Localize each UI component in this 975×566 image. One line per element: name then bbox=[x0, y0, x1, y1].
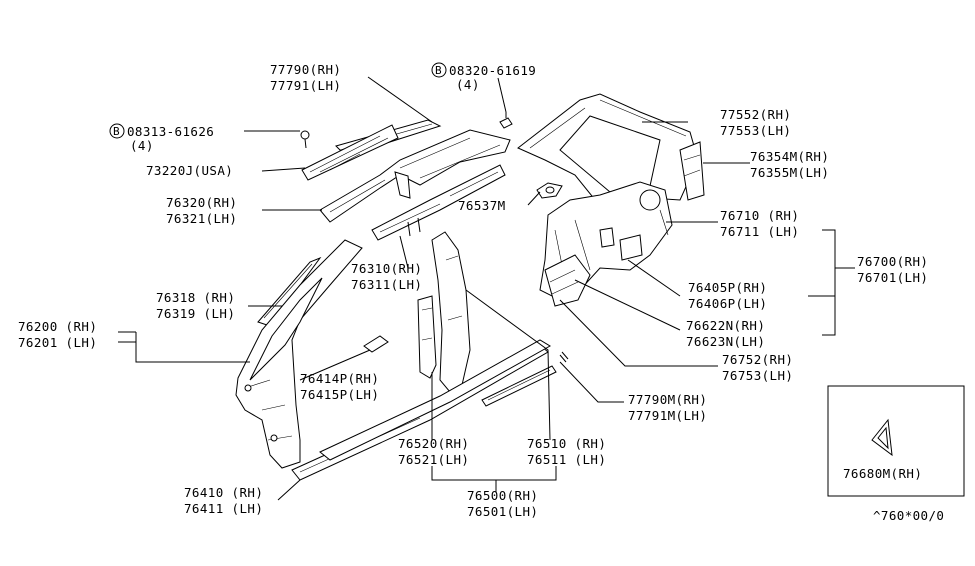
label-76414p: 76414P(RH) bbox=[300, 371, 379, 386]
label-76321: 76321(LH) bbox=[166, 211, 237, 226]
diagram-code: ^760*00/0 bbox=[873, 508, 944, 523]
label-76537m: 76537M bbox=[458, 198, 506, 213]
label-76311: 76311(LH) bbox=[351, 277, 422, 292]
part-rear-bracket[interactable] bbox=[679, 141, 705, 201]
label-73220j: 73220J(USA) bbox=[146, 163, 233, 178]
bolt-symbol-08320: B bbox=[431, 62, 447, 78]
part-sill-molding[interactable] bbox=[481, 351, 569, 407]
screw-08320[interactable] bbox=[499, 112, 513, 129]
label-76319: 76319 (LH) bbox=[156, 306, 235, 321]
inset-box bbox=[827, 385, 965, 497]
label-76623n: 76623N(LH) bbox=[686, 334, 765, 349]
label-77790: 77790(RH) bbox=[270, 62, 341, 77]
label-76520: 76520(RH) bbox=[398, 436, 469, 451]
part-pillar-bracket[interactable] bbox=[363, 335, 389, 353]
part-front-pillar-outer[interactable] bbox=[235, 239, 363, 469]
label-08313-qty: (4) bbox=[130, 138, 154, 153]
label-76501: 76501(LH) bbox=[467, 504, 538, 519]
label-77552: 77552(RH) bbox=[720, 107, 791, 122]
label-76320: 76320(RH) bbox=[166, 195, 237, 210]
part-center-pillar-outer[interactable] bbox=[431, 231, 471, 393]
part-small-bracket[interactable] bbox=[536, 182, 563, 199]
label-76701: 76701(LH) bbox=[857, 270, 928, 285]
label-76752: 76752(RH) bbox=[722, 352, 793, 367]
label-08320-qty: (4) bbox=[456, 77, 480, 92]
label-76500: 76500(RH) bbox=[467, 488, 538, 503]
label-77553: 77553(LH) bbox=[720, 123, 791, 138]
label-76355m: 76355M(LH) bbox=[750, 165, 829, 180]
label-76711: 76711 (LH) bbox=[720, 224, 799, 239]
label-76406p: 76406P(LH) bbox=[688, 296, 767, 311]
label-08320: 08320-61619 bbox=[449, 63, 536, 78]
label-76510: 76510 (RH) bbox=[527, 436, 606, 451]
label-76415p: 76415P(LH) bbox=[300, 387, 379, 402]
leader-lines bbox=[118, 76, 855, 501]
part-rear-lower-panel[interactable] bbox=[544, 254, 591, 307]
label-08313: 08313-61626 bbox=[127, 124, 214, 139]
label-77791: 77791(LH) bbox=[270, 78, 341, 93]
label-76511: 76511 (LH) bbox=[527, 452, 606, 467]
part-center-pillar-inner[interactable] bbox=[417, 295, 437, 379]
label-76201: 76201 (LH) bbox=[18, 335, 97, 350]
label-76318: 76318 (RH) bbox=[156, 290, 235, 305]
label-76700: 76700(RH) bbox=[857, 254, 928, 269]
label-76405p: 76405P(RH) bbox=[688, 280, 767, 295]
label-76753: 76753(LH) bbox=[722, 368, 793, 383]
label-76521: 76521(LH) bbox=[398, 452, 469, 467]
label-76710: 76710 (RH) bbox=[720, 208, 799, 223]
part-inner-sill[interactable] bbox=[319, 339, 551, 461]
part-labels: 77790(RH) 77791(LH) 08320-61619 (4) 0831… bbox=[18, 62, 944, 523]
part-roof-trim-bracket[interactable] bbox=[300, 124, 399, 181]
label-76354m: 76354M(RH) bbox=[750, 149, 829, 164]
label-77791m: 77791M(LH) bbox=[628, 408, 707, 423]
part-roof-side-rail[interactable] bbox=[319, 129, 511, 223]
label-76411: 76411 (LH) bbox=[184, 501, 263, 516]
bolt-symbol-08313: B bbox=[109, 123, 125, 139]
label-76410: 76410 (RH) bbox=[184, 485, 263, 500]
label-76200: 76200 (RH) bbox=[18, 319, 97, 334]
label-76310: 76310(RH) bbox=[351, 261, 422, 276]
bolt-symbol-text-2: B bbox=[113, 125, 120, 138]
part-inner-roof-rail[interactable] bbox=[371, 164, 506, 241]
part-76680m-shape[interactable] bbox=[871, 418, 893, 457]
bolt-symbol-text-1: B bbox=[435, 64, 442, 77]
label-76680m: 76680M(RH) bbox=[843, 466, 922, 481]
label-76622n: 76622N(RH) bbox=[686, 318, 765, 333]
label-77790m: 77790M(RH) bbox=[628, 392, 707, 407]
